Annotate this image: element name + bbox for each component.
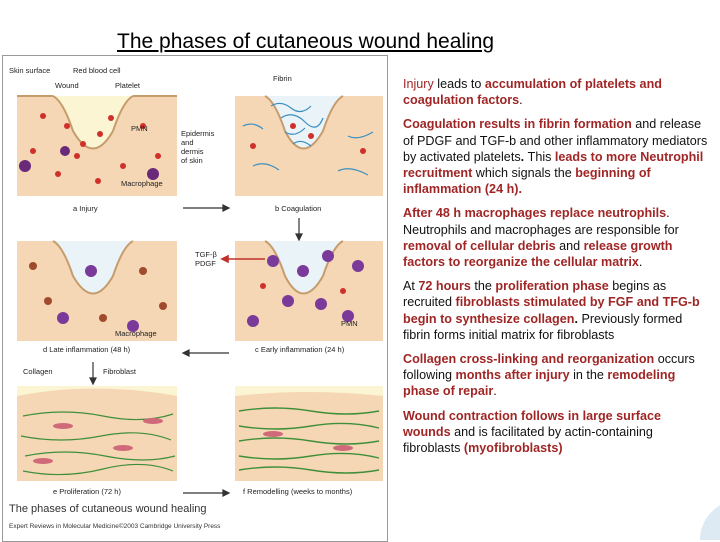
label-pmn-c: PMN bbox=[341, 319, 358, 328]
label-epidermis-2: and bbox=[181, 138, 194, 147]
paragraph-proliferation: At 72 hours the proliferation phase begi… bbox=[403, 279, 700, 342]
figure-footer-credit: Expert Reviews in Molecular Medicine©200… bbox=[9, 522, 221, 530]
figure-footer-title: The phases of cutaneous wound healing bbox=[9, 503, 207, 515]
panel-b-coagulation bbox=[235, 95, 383, 196]
label-macrophage-d: Macrophage bbox=[115, 329, 157, 338]
label-epidermis-3: dermis bbox=[181, 147, 204, 156]
paragraph-contraction: Wound contraction follows in large surfa… bbox=[403, 408, 661, 456]
label-skin-surface: Skin surface bbox=[9, 66, 50, 75]
label-fibrin: Fibrin bbox=[273, 74, 292, 83]
caption-c: c Early inflammation (24 h) bbox=[255, 345, 345, 354]
paragraph-macrophages: After 48 h macrophages replace neutrophi… bbox=[403, 206, 679, 270]
caption-a: a Injury bbox=[73, 204, 98, 213]
panel-c-early-inflammation bbox=[235, 240, 383, 341]
caption-f: f Remodelling (weeks to months) bbox=[243, 487, 353, 496]
label-macrophage-a: Macrophage bbox=[121, 179, 163, 188]
caption-b: b Coagulation bbox=[275, 204, 321, 213]
wound-healing-figure: Skin surface Red blood cell Wound Platel… bbox=[2, 55, 388, 542]
label-wound: Wound bbox=[55, 81, 79, 90]
label-pmn-a: PMN bbox=[131, 124, 148, 133]
label-epidermis-1: Epidermis bbox=[181, 129, 215, 138]
figure-illustration: Skin surface Red blood cell Wound Platel… bbox=[9, 66, 383, 530]
caption-d: d Late inflammation (48 h) bbox=[43, 345, 131, 354]
description-text: Injury leads to accumulation of platelet… bbox=[403, 76, 708, 464]
label-epidermis-4: of skin bbox=[181, 156, 203, 165]
panel-f-remodelling bbox=[235, 386, 383, 481]
label-tgf: TGF-β bbox=[195, 250, 217, 259]
label-fibroblast: Fibroblast bbox=[103, 367, 137, 376]
label-pdgf: PDGF bbox=[195, 259, 216, 268]
label-platelet: Platelet bbox=[115, 81, 141, 90]
corner-accent bbox=[700, 500, 720, 540]
paragraph-remodeling: Collagen cross-linking and reorganizatio… bbox=[403, 352, 695, 399]
paragraph-coagulation: Coagulation results in fibrin formation … bbox=[403, 117, 708, 197]
label-collagen: Collagen bbox=[23, 367, 53, 376]
paragraph-injury: Injury leads to accumulation of platelet… bbox=[403, 77, 662, 108]
panel-d-late-inflammation bbox=[17, 240, 177, 341]
caption-e: e Proliferation (72 h) bbox=[53, 487, 121, 496]
slide-title: The phases of cutaneous wound healing bbox=[117, 30, 495, 53]
panel-e-proliferation bbox=[17, 386, 177, 481]
panel-a-injury bbox=[17, 95, 177, 196]
label-red-blood-cell: Red blood cell bbox=[73, 66, 121, 75]
